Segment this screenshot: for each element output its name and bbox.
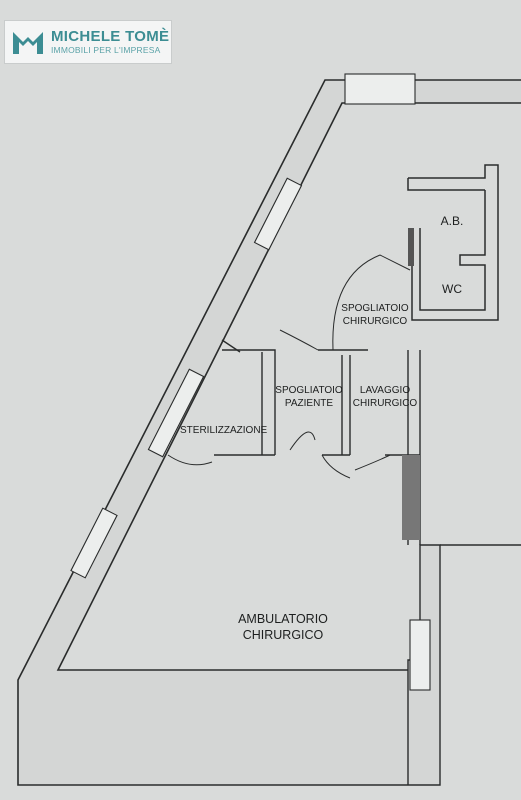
room-label-spogliatoio-chirurgico: SPOGLIATOIO CHIRURGICO [341, 303, 409, 327]
room-label-ab: A.B. [440, 214, 464, 228]
window-marks [70, 73, 431, 691]
inner-wall-line [56, 102, 521, 671]
room-label-ambulatorio-chirurgico: AMBULATORIO CHIRURGICO [238, 612, 328, 642]
partition-solid [402, 455, 420, 540]
wc-block-walls [407, 164, 499, 321]
door-swings [167, 254, 411, 479]
logo-mark-icon [13, 32, 43, 54]
brand-name: MICHELE TOMÈ [51, 28, 170, 46]
room-label-lavaggio-chirurgico: LAVAGGIO CHIRURGICO [352, 385, 418, 409]
brand-tagline: IMMOBILI PER L'IMPRESA [51, 45, 161, 56]
room-label-sterilizzazione: STERILIZZAZIONE [180, 425, 268, 436]
brand-logo: MICHELE TOMÈ IMMOBILI PER L'IMPRESA [4, 20, 172, 64]
wc-wall-solid [408, 228, 414, 266]
outer-wall-band [18, 80, 521, 785]
room-label-wc: WC [442, 282, 462, 296]
room-label-spogliatoio-paziente: SPOGLIATOIO PAZIENTE [275, 385, 343, 409]
